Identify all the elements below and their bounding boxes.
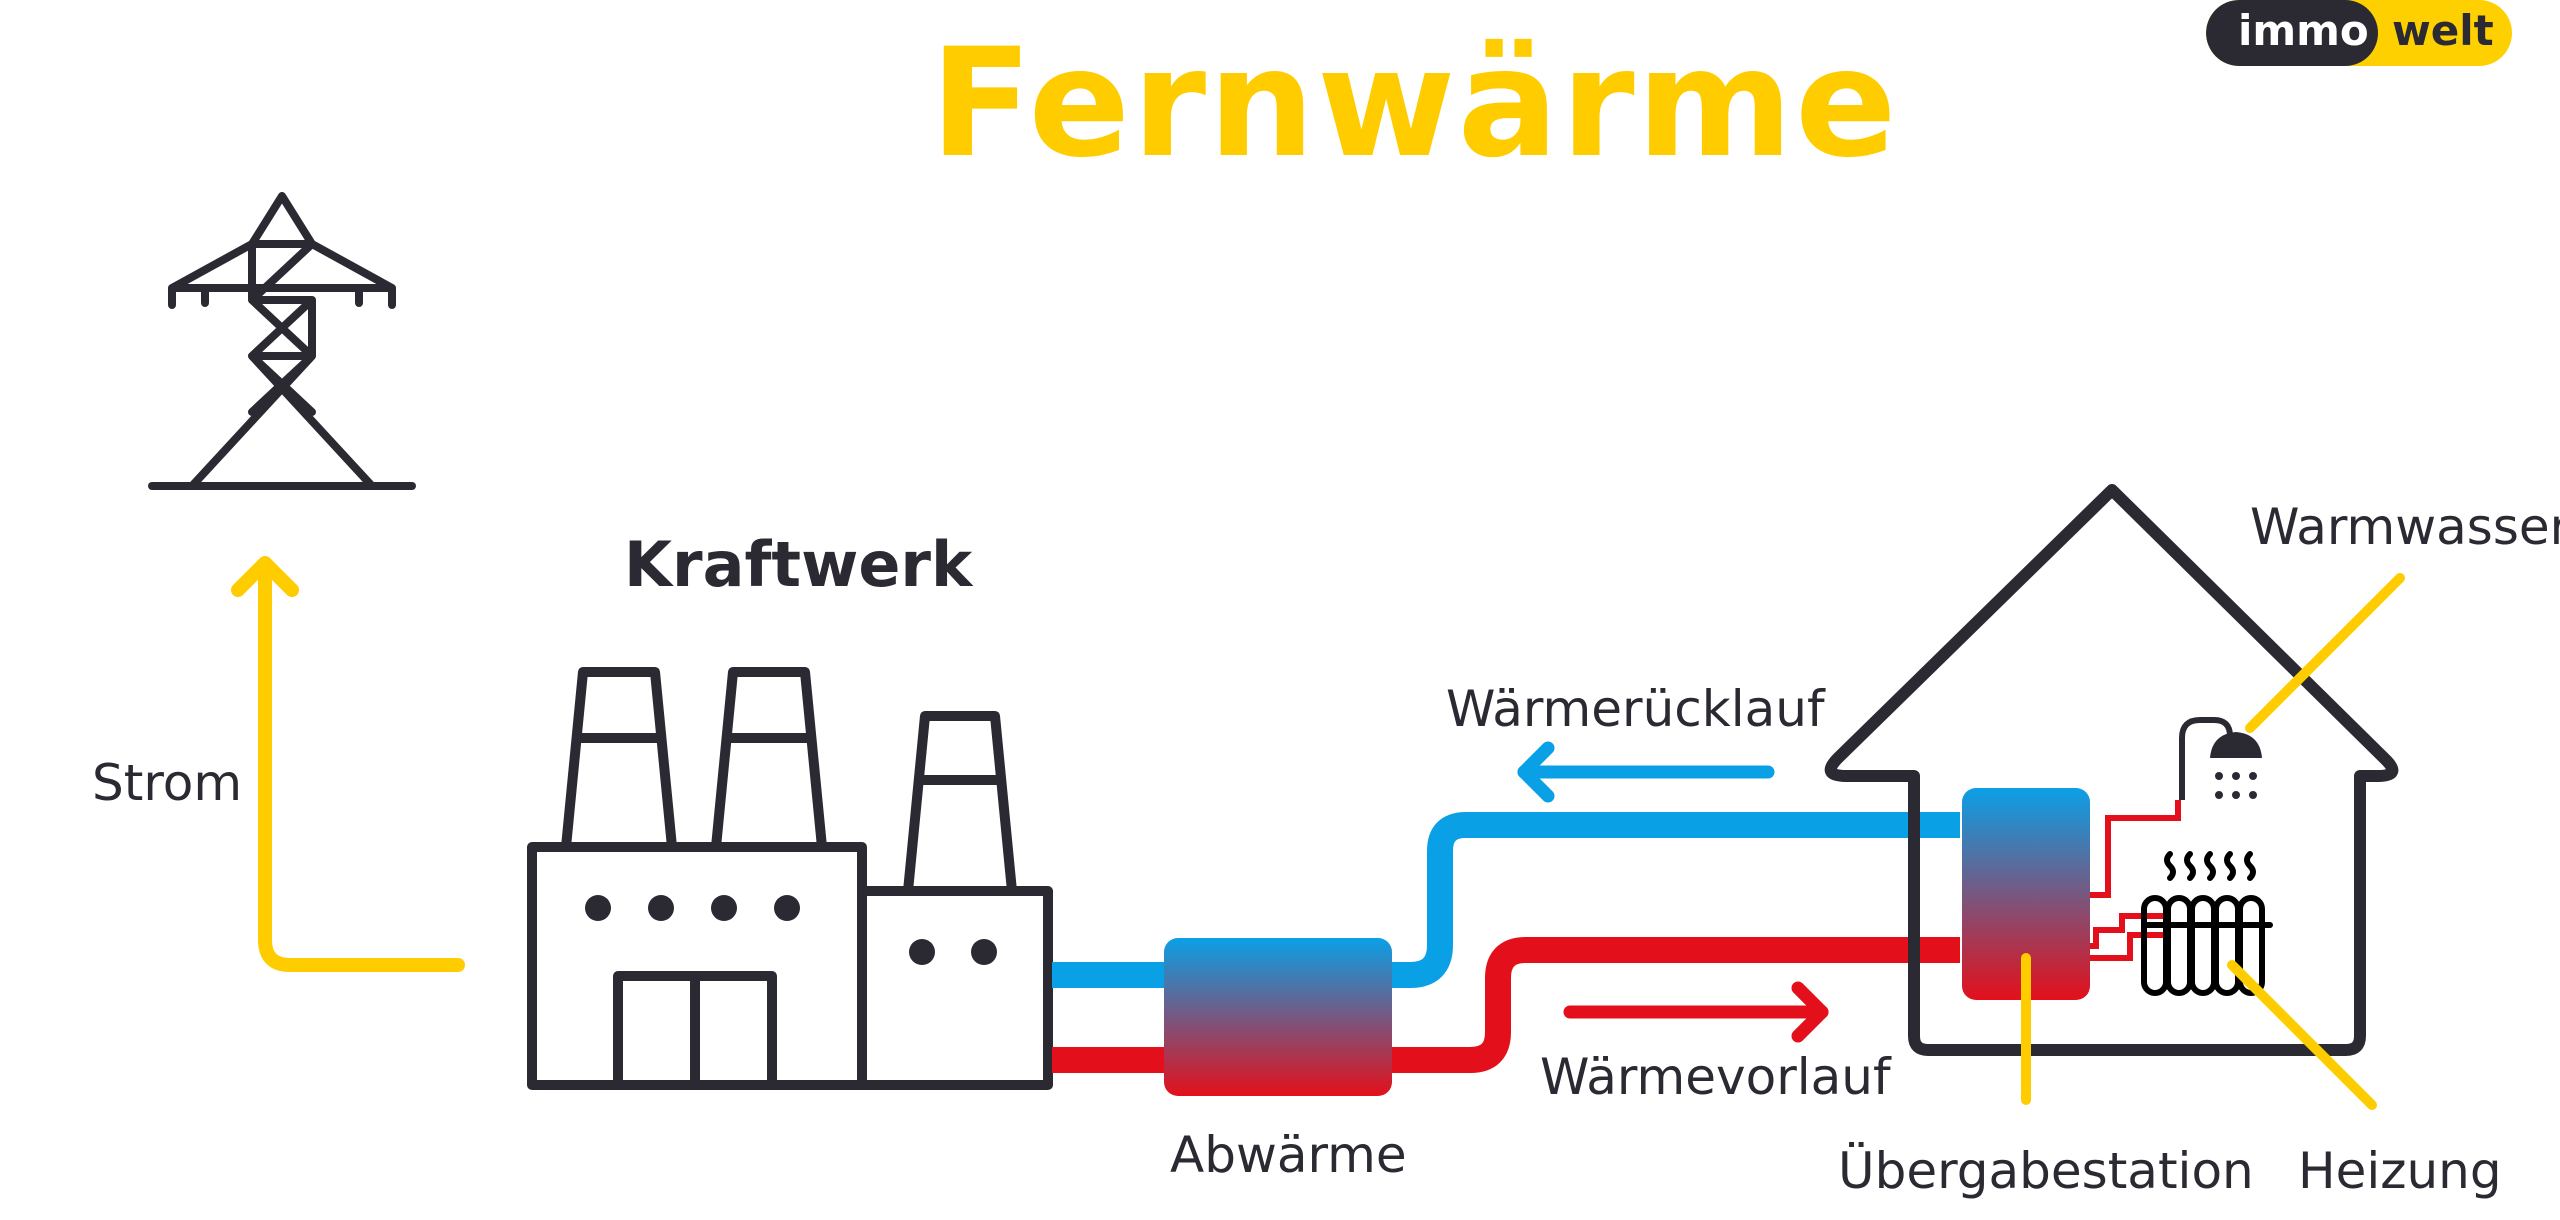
return-pipe-blue	[1052, 812, 1960, 988]
shower-icon	[2179, 717, 2262, 800]
power-pylon-icon	[148, 192, 416, 490]
immowelt-logo: immo welt	[2206, 0, 2512, 66]
house-outline	[1824, 484, 2399, 1056]
label-waermeruecklauf: Wärmerücklauf	[1446, 680, 1825, 738]
supply-pipe-red	[1052, 937, 1960, 1073]
logo-dark-segment	[2206, 0, 2378, 66]
label-strom: Strom	[92, 754, 243, 812]
logo-text-welt: welt	[2392, 6, 2494, 55]
radiator-icon	[2141, 851, 2273, 996]
factory-windows	[585, 895, 997, 965]
label-abwaerme: Abwärme	[1170, 1126, 1407, 1184]
supply-flow-arrow	[1563, 981, 1829, 1043]
power-plant-icon	[527, 667, 1053, 1090]
uebergabestation-unit	[1962, 788, 2090, 1000]
diagram-title: Fernwärme	[930, 17, 1899, 191]
label-waermevorlauf: Wärmevorlauf	[1540, 1048, 1891, 1106]
strom-arrow	[231, 556, 465, 972]
heat-exchanger-abwaerme	[1164, 938, 1392, 1096]
label-uebergabestation: Übergabestation	[1838, 1142, 2254, 1200]
label-kraftwerk: Kraftwerk	[624, 528, 973, 601]
house-feed-lines	[2088, 800, 2181, 961]
return-flow-arrow	[1517, 741, 1775, 803]
label-heizung: Heizung	[2298, 1142, 2502, 1200]
label-warmwasser: Warmwasser	[2250, 498, 2560, 556]
logo-text-immo: immo	[2238, 6, 2369, 55]
leader-lines	[2021, 573, 2405, 1110]
